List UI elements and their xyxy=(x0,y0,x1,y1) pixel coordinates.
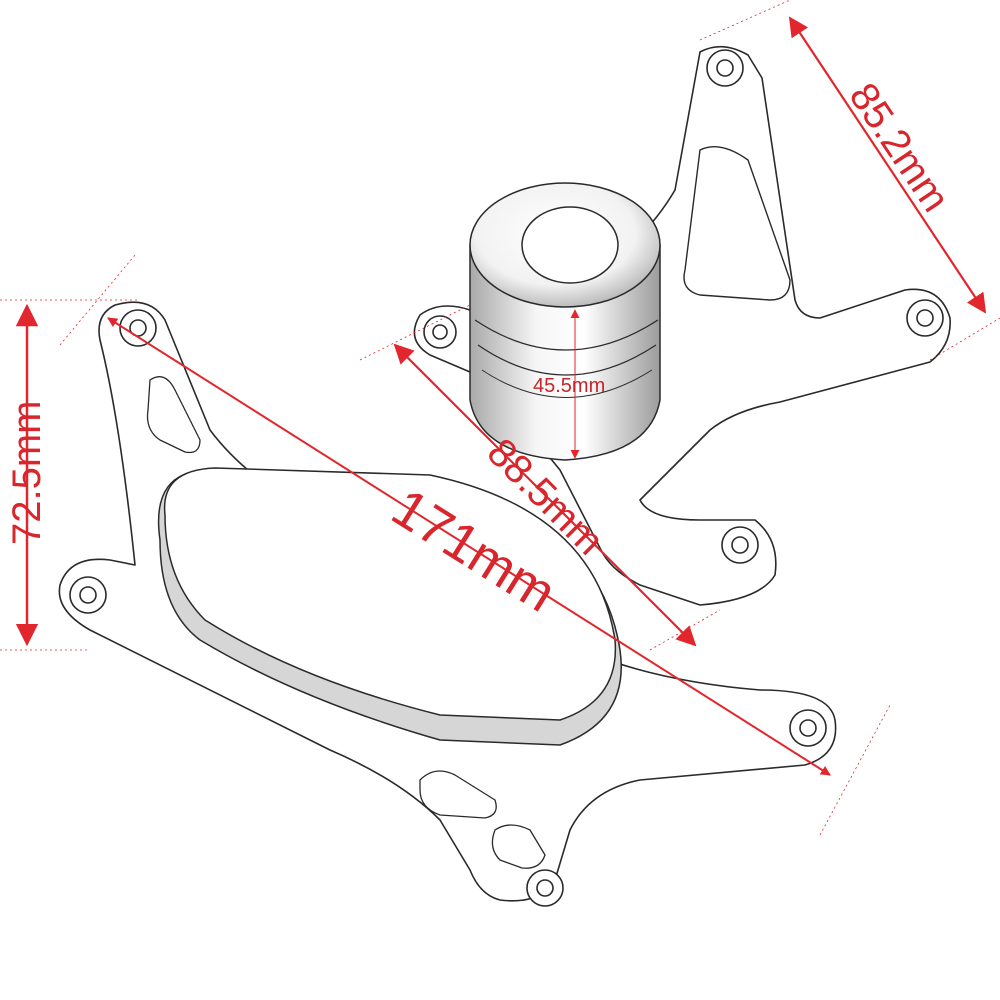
dim-line-top-edge xyxy=(788,16,987,314)
dim-line-right-width xyxy=(393,343,697,647)
label-top-edge: 85.2mm xyxy=(841,75,958,219)
label-left-height: 72.5mm xyxy=(5,401,49,546)
frame-slider xyxy=(469,182,661,461)
dimension-lines xyxy=(0,0,1000,836)
label-slider-height: 45.5mm xyxy=(533,375,605,397)
